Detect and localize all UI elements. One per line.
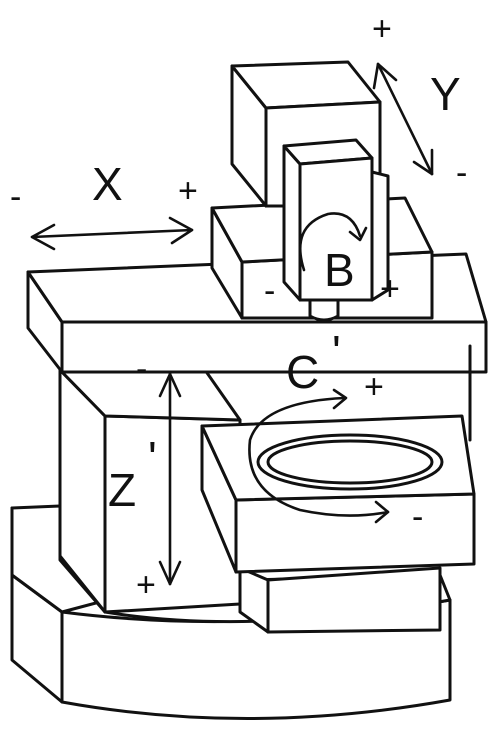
c-rotation-arrow: [248, 388, 390, 524]
b-minus-label: -: [264, 272, 275, 310]
x-axis-label: X: [92, 158, 123, 210]
c-minus-label: -: [412, 498, 423, 536]
x-minus-label: -: [10, 178, 21, 216]
z-minus-label: -: [136, 350, 147, 388]
c-axis-label: C: [286, 346, 319, 398]
b-rotation-arrow: [299, 212, 368, 272]
b-plus-label: +: [380, 270, 400, 308]
y-axis-arrow: [372, 62, 434, 176]
y-minus-label: -: [456, 154, 467, 192]
y-plus-label: +: [372, 10, 392, 48]
z-axis-label: Z: [108, 464, 136, 516]
c-prime-label: ': [332, 326, 341, 378]
z-plus-label: +: [136, 566, 156, 604]
x-plus-label: +: [178, 172, 198, 210]
c-plus-label: +: [364, 368, 384, 406]
b-axis-label: B: [324, 244, 355, 296]
z-prime-label: ': [148, 432, 157, 484]
rotary-table: [200, 414, 476, 634]
z-axis-arrow: [158, 372, 182, 586]
y-axis-label: Y: [430, 68, 461, 120]
x-axis-arrow: [30, 216, 194, 251]
